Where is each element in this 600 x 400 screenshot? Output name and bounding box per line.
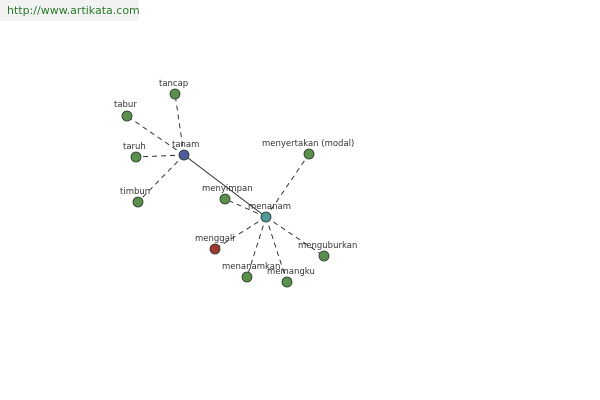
edge-menanam-memangku bbox=[265, 216, 288, 283]
node-menyimpan[interactable] bbox=[219, 193, 231, 205]
node-label-menanamkan: menanamkan bbox=[222, 262, 280, 272]
node-menanam[interactable] bbox=[260, 211, 272, 223]
edge-tanam-menanam bbox=[183, 154, 267, 218]
url-bar: http://www.artikata.com bbox=[0, 0, 140, 21]
node-menanamkan[interactable] bbox=[241, 271, 253, 283]
node-label-taruh: taruh bbox=[123, 142, 146, 152]
node-menguburkan[interactable] bbox=[318, 250, 330, 262]
edge-menanam-menggali bbox=[214, 216, 267, 250]
node-label-timbun: timbun bbox=[120, 187, 150, 197]
edge-layer bbox=[126, 93, 325, 283]
node-memangku[interactable] bbox=[281, 276, 293, 288]
edge-menanam-menguburkan bbox=[265, 216, 325, 257]
edge-tanam-tancap bbox=[174, 93, 185, 156]
node-label-menguburkan: menguburkan bbox=[298, 241, 357, 251]
site-url-link[interactable]: http://www.artikata.com bbox=[7, 4, 140, 17]
edge-tanam-tabur bbox=[126, 115, 185, 156]
node-tabur[interactable] bbox=[121, 110, 133, 122]
edge-menanam-menanamkan bbox=[246, 216, 267, 278]
edge-tanam-taruh bbox=[135, 154, 185, 158]
node-layer bbox=[121, 88, 330, 288]
label-layer: tanam menanam tancap tabur taruh timbun menyer… bbox=[114, 79, 357, 277]
edge-menanam-menyertakan bbox=[265, 153, 310, 218]
node-label-tancap: tancap bbox=[159, 79, 188, 89]
node-menggali[interactable] bbox=[209, 243, 221, 255]
node-label-menanam: menanam bbox=[248, 202, 291, 212]
node-label-tanam: tanam bbox=[172, 140, 199, 150]
node-taruh[interactable] bbox=[130, 151, 142, 163]
edge-tanam-timbun bbox=[137, 154, 185, 203]
node-label-menggali: menggali bbox=[195, 234, 235, 244]
node-timbun[interactable] bbox=[132, 196, 144, 208]
node-tancap[interactable] bbox=[169, 88, 181, 100]
node-label-memangku: memangku bbox=[267, 267, 315, 277]
node-tanam[interactable] bbox=[178, 149, 190, 161]
edge-menanam-menyimpan bbox=[224, 198, 267, 218]
node-label-menyimpan: menyimpan bbox=[202, 184, 253, 194]
node-menyertakan[interactable] bbox=[303, 148, 315, 160]
node-label-tabur: tabur bbox=[114, 100, 137, 110]
node-label-menyertakan: menyertakan (modal) bbox=[262, 139, 354, 149]
